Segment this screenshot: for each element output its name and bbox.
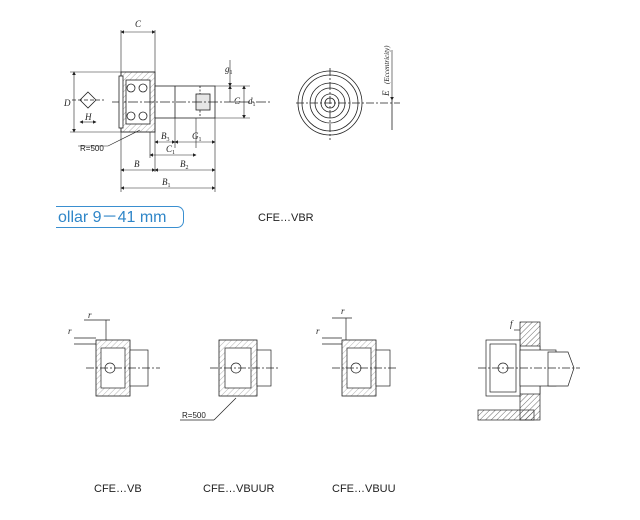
mounted-dim-f: f bbox=[510, 319, 514, 329]
front-view bbox=[296, 50, 400, 140]
main-dimension-lines bbox=[70, 30, 250, 192]
dim-H: H bbox=[84, 112, 92, 122]
dim-C: C bbox=[135, 19, 142, 29]
mounted-assembly-view bbox=[477, 321, 580, 421]
dim-E: E bbox=[381, 90, 391, 97]
dim-B: B bbox=[134, 159, 140, 169]
dim-B2: B2 bbox=[180, 159, 189, 171]
dim-B3: B3 bbox=[161, 131, 170, 143]
vb-dim-r: r bbox=[88, 310, 92, 320]
caption-cfe-vbuu: CFE…VBUU bbox=[332, 483, 396, 495]
dim-G: G bbox=[234, 96, 241, 106]
collar-range-tab: ollar 9－41 mm bbox=[56, 206, 184, 228]
eccentricity-note: (Eccentricity) bbox=[383, 45, 391, 84]
caption-cfe-vb: CFE…VB bbox=[94, 483, 142, 495]
dim-C1: C1 bbox=[166, 144, 175, 156]
radius-label-main: R=500 bbox=[80, 144, 104, 153]
dim-B1: B1 bbox=[162, 177, 171, 189]
dim-d1: d1 bbox=[248, 96, 256, 108]
variant-vbuur-view bbox=[180, 339, 280, 421]
dim-G1: G1 bbox=[192, 131, 202, 143]
caption-cfe-vbr: CFE…VBR bbox=[258, 212, 314, 224]
vb-dim-r-side: r bbox=[68, 326, 72, 336]
caption-cfe-vbuur: CFE…VBUUR bbox=[203, 483, 275, 495]
dim-g1: g1 bbox=[225, 64, 233, 76]
radius-label-vbuur: R=500 bbox=[182, 411, 206, 420]
dim-D: D bbox=[63, 98, 71, 108]
vbuu-dim-r-side: r bbox=[316, 326, 320, 336]
variant-vb-view bbox=[74, 319, 160, 397]
vbuu-dim-r: r bbox=[341, 306, 345, 316]
variant-vbuu-view bbox=[322, 317, 398, 397]
main-dimension-labels: C D H g1 G d1 B3 G1 C1 B B2 B1 R=500 bbox=[63, 19, 256, 189]
